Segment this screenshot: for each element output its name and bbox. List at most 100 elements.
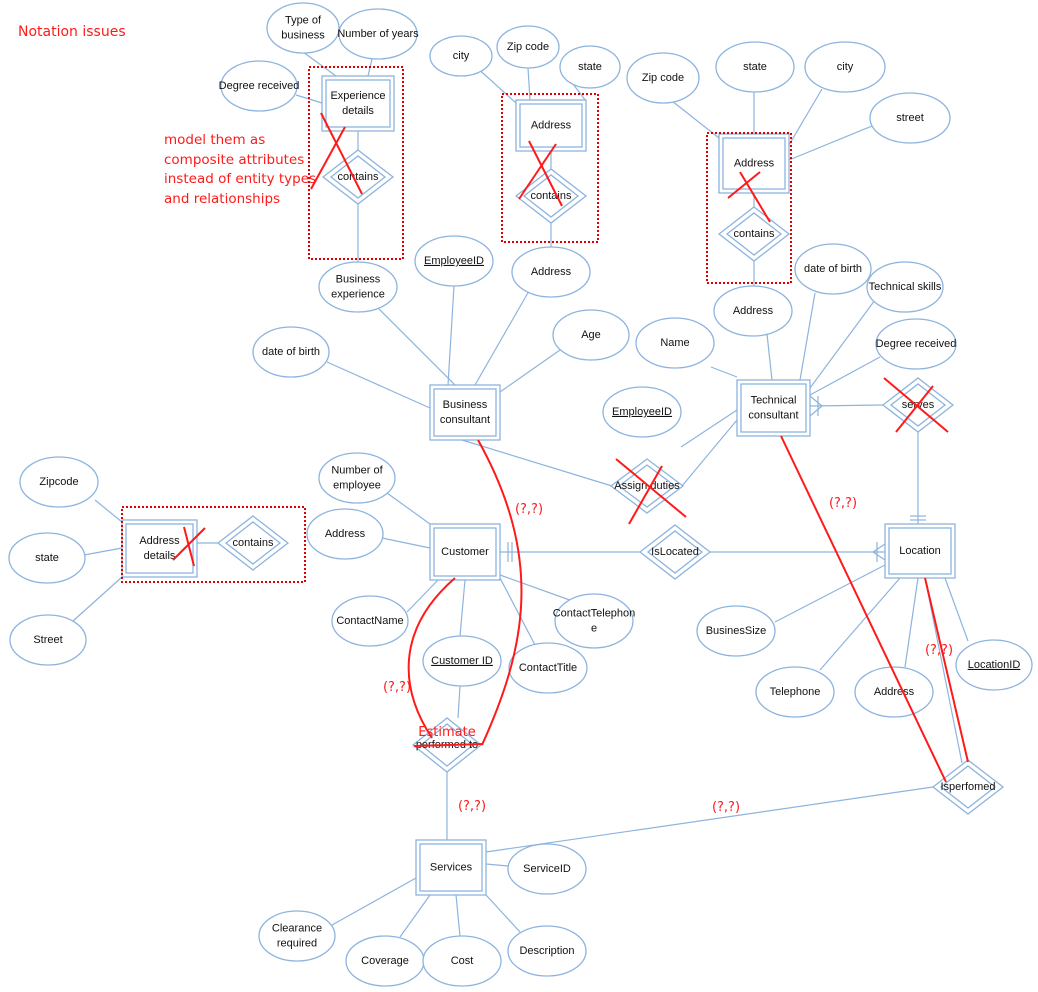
attribute-telephone[interactable]: Telephone bbox=[755, 666, 835, 718]
attribute-age[interactable]: Age bbox=[552, 309, 630, 361]
entity-address-bc[interactable]: Address bbox=[515, 99, 587, 152]
attribute-address-attr-bc[interactable]: Address bbox=[511, 246, 591, 298]
cross-out-mark bbox=[413, 743, 484, 747]
entity-customer[interactable]: Customer bbox=[429, 523, 501, 581]
relationship-isperfomed[interactable]: Isperfomed bbox=[931, 759, 1005, 815]
connector-line bbox=[774, 564, 886, 623]
attribute-degree-received-tc[interactable]: Degree received bbox=[875, 318, 957, 370]
relationship-contains-cust[interactable]: contains bbox=[216, 515, 290, 571]
attribute-state-tc[interactable]: state bbox=[715, 41, 795, 93]
connector-line bbox=[809, 299, 876, 389]
shape-label: Telephone bbox=[770, 686, 821, 698]
attribute-address-cust[interactable]: Address bbox=[306, 508, 384, 560]
shape-label: Name bbox=[660, 337, 689, 349]
attribute-description[interactable]: Description bbox=[507, 925, 587, 977]
shape-label: IsLocated bbox=[651, 546, 699, 558]
connector-line bbox=[799, 292, 816, 381]
attribute-date-of-birth-tc[interactable]: date of birth bbox=[794, 243, 872, 295]
attribute-zipcode[interactable]: Zipcode bbox=[19, 456, 99, 508]
estimate-label: Estimate bbox=[418, 725, 475, 740]
attribute-state-cust[interactable]: state bbox=[8, 532, 86, 584]
connector-line bbox=[457, 685, 461, 719]
shape-label: Street bbox=[33, 634, 62, 646]
attribute-cost[interactable]: Cost bbox=[422, 935, 502, 987]
shape-label: contains bbox=[233, 537, 274, 549]
connector-line bbox=[904, 577, 919, 668]
connector-line bbox=[788, 88, 823, 146]
attribute-name[interactable]: Name bbox=[635, 317, 715, 369]
attribute-employee-id-tc[interactable]: EmployeeID bbox=[602, 386, 682, 438]
shape-label: LocationID bbox=[968, 659, 1021, 671]
attribute-service-id[interactable]: ServiceID bbox=[507, 843, 587, 895]
shape-label: Coverage bbox=[361, 955, 409, 967]
shape-label: Experience bbox=[330, 90, 385, 102]
connector-line bbox=[809, 356, 881, 396]
attribute-street-tc[interactable]: street bbox=[869, 92, 951, 144]
connector-line bbox=[474, 290, 530, 386]
composite-attribute-note: model them as composite attributes inste… bbox=[164, 132, 316, 207]
entity-location[interactable]: Location bbox=[884, 523, 956, 579]
highlight-box bbox=[121, 506, 306, 583]
shape-label: experience bbox=[331, 288, 385, 300]
highlight-box bbox=[501, 93, 599, 243]
cross-out-mark bbox=[883, 377, 949, 433]
attribute-employee-id-bc[interactable]: EmployeeID bbox=[414, 235, 494, 287]
connector-line bbox=[499, 349, 561, 393]
entity-address-tc[interactable]: Address bbox=[718, 133, 790, 194]
connector-line bbox=[680, 409, 738, 448]
cardinality-label: (?,?) bbox=[383, 680, 411, 695]
attribute-city-tc[interactable]: city bbox=[804, 41, 886, 93]
attribute-contact-name[interactable]: ContactName bbox=[331, 595, 409, 647]
cardinality-label: (?,?) bbox=[829, 496, 857, 511]
diagram-shapes: ExperiencedetailsAddressAddressBusinessc… bbox=[8, 2, 1033, 987]
attribute-technical-skills[interactable]: Technical skills bbox=[866, 261, 944, 313]
connector-line bbox=[399, 894, 431, 938]
shape-label: street bbox=[896, 112, 924, 124]
relationship-is-located[interactable]: IsLocated bbox=[638, 524, 712, 580]
note-line: and relationships bbox=[164, 191, 280, 207]
attribute-busines-size[interactable]: BusinesSize bbox=[696, 605, 776, 657]
attribute-coverage[interactable]: Coverage bbox=[345, 935, 425, 987]
shape-label: Address bbox=[531, 266, 572, 278]
shape-label: Zip code bbox=[507, 41, 549, 53]
attribute-street-cust[interactable]: Street bbox=[9, 614, 87, 666]
cardinality-mark bbox=[872, 543, 886, 553]
attribute-contact-title[interactable]: ContactTitle bbox=[508, 642, 588, 694]
attribute-address-attr-tc[interactable]: Address bbox=[713, 285, 793, 337]
attribute-degree-received-bc[interactable]: Degree received bbox=[219, 60, 300, 112]
attribute-zip-code-tc[interactable]: Zip code bbox=[626, 52, 700, 104]
attribute-number-of-years[interactable]: Number of years bbox=[337, 8, 419, 60]
attribute-city-bc[interactable]: city bbox=[429, 35, 493, 77]
cross-out-mark bbox=[615, 458, 687, 518]
entity-services[interactable]: Services bbox=[415, 839, 487, 896]
connector-line bbox=[819, 577, 901, 671]
connector-line bbox=[499, 574, 579, 604]
attribute-location-id[interactable]: LocationID bbox=[955, 639, 1033, 691]
shape-label: ServiceID bbox=[523, 863, 571, 875]
attribute-date-of-birth-bc[interactable]: date of birth bbox=[252, 326, 330, 378]
relationship-contains-exp[interactable]: contains bbox=[321, 149, 395, 205]
connector-line bbox=[671, 100, 720, 139]
relationship-contains-addr-tc[interactable]: contains bbox=[717, 206, 791, 262]
connector-line bbox=[406, 579, 439, 613]
attribute-state-bc[interactable]: state bbox=[559, 45, 621, 89]
note-line: model them as bbox=[164, 132, 265, 148]
shape-label: business bbox=[281, 29, 325, 41]
shape-label: Description bbox=[519, 945, 574, 957]
cross-out-mark bbox=[528, 140, 563, 207]
attribute-zip-code-bc[interactable]: Zip code bbox=[496, 25, 560, 69]
connector-line bbox=[944, 577, 969, 642]
shape-label: employee bbox=[333, 479, 381, 491]
attribute-customer-id[interactable]: Customer ID bbox=[422, 635, 502, 687]
relationship-contains-addr-bc[interactable]: contains bbox=[514, 168, 588, 224]
notation-issues-title: Notation issues bbox=[18, 24, 126, 40]
